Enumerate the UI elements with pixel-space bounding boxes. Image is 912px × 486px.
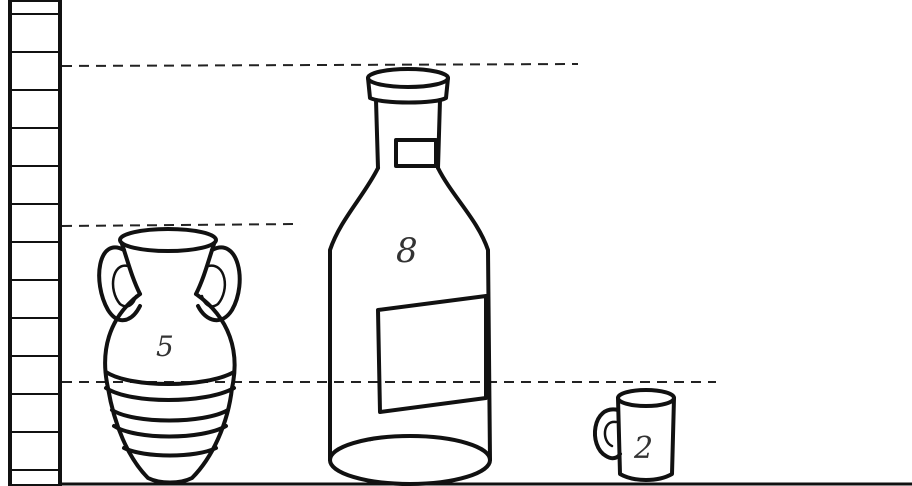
reference-line-top (62, 64, 578, 66)
measuring-ruler-icon (10, 0, 60, 486)
reference-line-middle (62, 224, 300, 226)
vase-icon: 5 (99, 229, 240, 483)
mug-capacity-label: 2 (633, 431, 653, 466)
bottle-capacity-label: 8 (396, 231, 418, 271)
vase-capacity-label: 5 (156, 330, 174, 363)
mug-icon: 2 (595, 390, 674, 480)
bottle-icon: 8 (330, 69, 490, 484)
